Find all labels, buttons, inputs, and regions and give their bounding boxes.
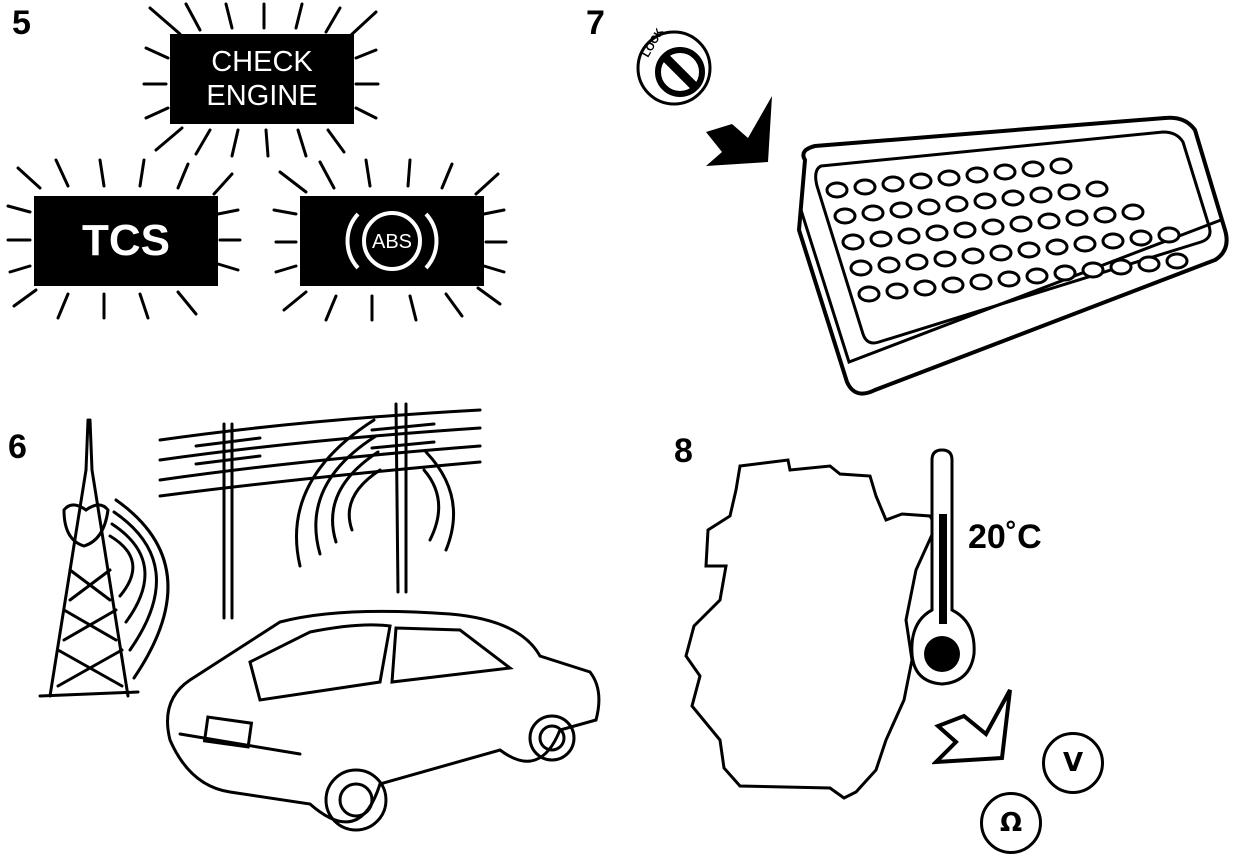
connector-pin — [1109, 258, 1133, 276]
abs-icon: ABS — [345, 211, 439, 271]
arrow-icon — [932, 689, 1012, 765]
connector-pin — [941, 276, 965, 294]
connector-pin — [841, 233, 865, 251]
abs-label: ABS — [372, 231, 412, 253]
ignition-lock-icon: LOCK — [636, 26, 712, 106]
connector-pin — [973, 192, 997, 210]
connector-pin — [1165, 252, 1189, 270]
connector-pin — [909, 172, 933, 190]
arrow-icon — [706, 96, 772, 166]
connector-pin — [1049, 157, 1073, 175]
connector-pin — [1121, 203, 1145, 221]
connector-pin — [1053, 264, 1077, 282]
connector-pin — [969, 273, 993, 291]
engine-outline — [684, 458, 938, 800]
connector-pin — [1025, 267, 1049, 285]
abs-lamp: ABS — [300, 196, 484, 286]
connector-pin — [877, 256, 901, 274]
connector-pin — [825, 181, 849, 199]
connector-pin — [993, 163, 1017, 181]
thermometer-icon — [910, 448, 976, 686]
connector-pin — [885, 282, 909, 300]
panel-control-module: 7 LOCK — [560, 0, 1248, 420]
connector-pin — [945, 195, 969, 213]
connector-pin — [857, 285, 881, 303]
check-engine-line1: CHECK — [211, 46, 313, 78]
panel-interference: 6 — [0, 400, 620, 856]
connector-pin — [981, 218, 1005, 236]
connector-pin — [917, 198, 941, 216]
connector-pin — [965, 166, 989, 184]
connector-pin — [1017, 241, 1041, 259]
connector-pin — [1065, 209, 1089, 227]
connector-pin — [1021, 160, 1045, 178]
connector-pin — [937, 169, 961, 187]
panel-number-7: 7 — [586, 4, 605, 42]
connector-pin — [897, 227, 921, 245]
temperature-label: 20˚C — [968, 518, 1042, 556]
connector-pin — [1073, 235, 1097, 253]
connector-pin — [961, 247, 985, 265]
connector-pin — [853, 178, 877, 196]
connector-pin — [1009, 215, 1033, 233]
connector-pin — [881, 175, 905, 193]
connector-pin — [1037, 212, 1061, 230]
panel-number-6: 6 — [8, 428, 27, 466]
connector-pin — [1057, 183, 1081, 201]
connector-pin — [1157, 226, 1181, 244]
connector-pin — [849, 259, 873, 277]
connector-pin — [905, 253, 929, 271]
voltmeter-icon: V — [1042, 732, 1104, 794]
connector-pin — [1137, 255, 1161, 273]
panel-number-8: 8 — [674, 432, 693, 470]
lamp-rays — [6, 2, 508, 322]
connector-pin — [925, 224, 949, 242]
connector-pin — [1085, 180, 1109, 198]
connector-pin — [833, 207, 857, 225]
connector-pin — [869, 230, 893, 248]
ohmmeter-icon: Ω — [980, 792, 1042, 854]
connector-pin — [1129, 229, 1153, 247]
connector-pin — [997, 270, 1021, 288]
connector-pin — [913, 279, 937, 297]
control-module — [796, 115, 1229, 396]
panel-number-5: 5 — [12, 4, 31, 42]
connector-pin — [1093, 206, 1117, 224]
connector-pin — [1001, 189, 1025, 207]
panel-engine-temperature: 8 20˚C V Ω — [660, 420, 1248, 856]
connector-pin — [989, 244, 1013, 262]
connector-pin — [1029, 186, 1053, 204]
check-engine-line2: ENGINE — [206, 80, 318, 112]
panel-warning-lamps: 5 — [0, 0, 560, 330]
connector-pin — [861, 204, 885, 222]
connector-pin — [1101, 232, 1125, 250]
connector-pin — [1045, 238, 1069, 256]
connector-pin — [953, 221, 977, 239]
connector-pin — [889, 201, 913, 219]
tcs-lamp: TCS — [34, 196, 218, 286]
connector-pin — [1081, 261, 1105, 279]
connector-pin — [933, 250, 957, 268]
check-engine-lamp: CHECK ENGINE — [170, 34, 354, 124]
tcs-label: TCS — [82, 216, 170, 265]
interference-scene — [38, 402, 601, 832]
